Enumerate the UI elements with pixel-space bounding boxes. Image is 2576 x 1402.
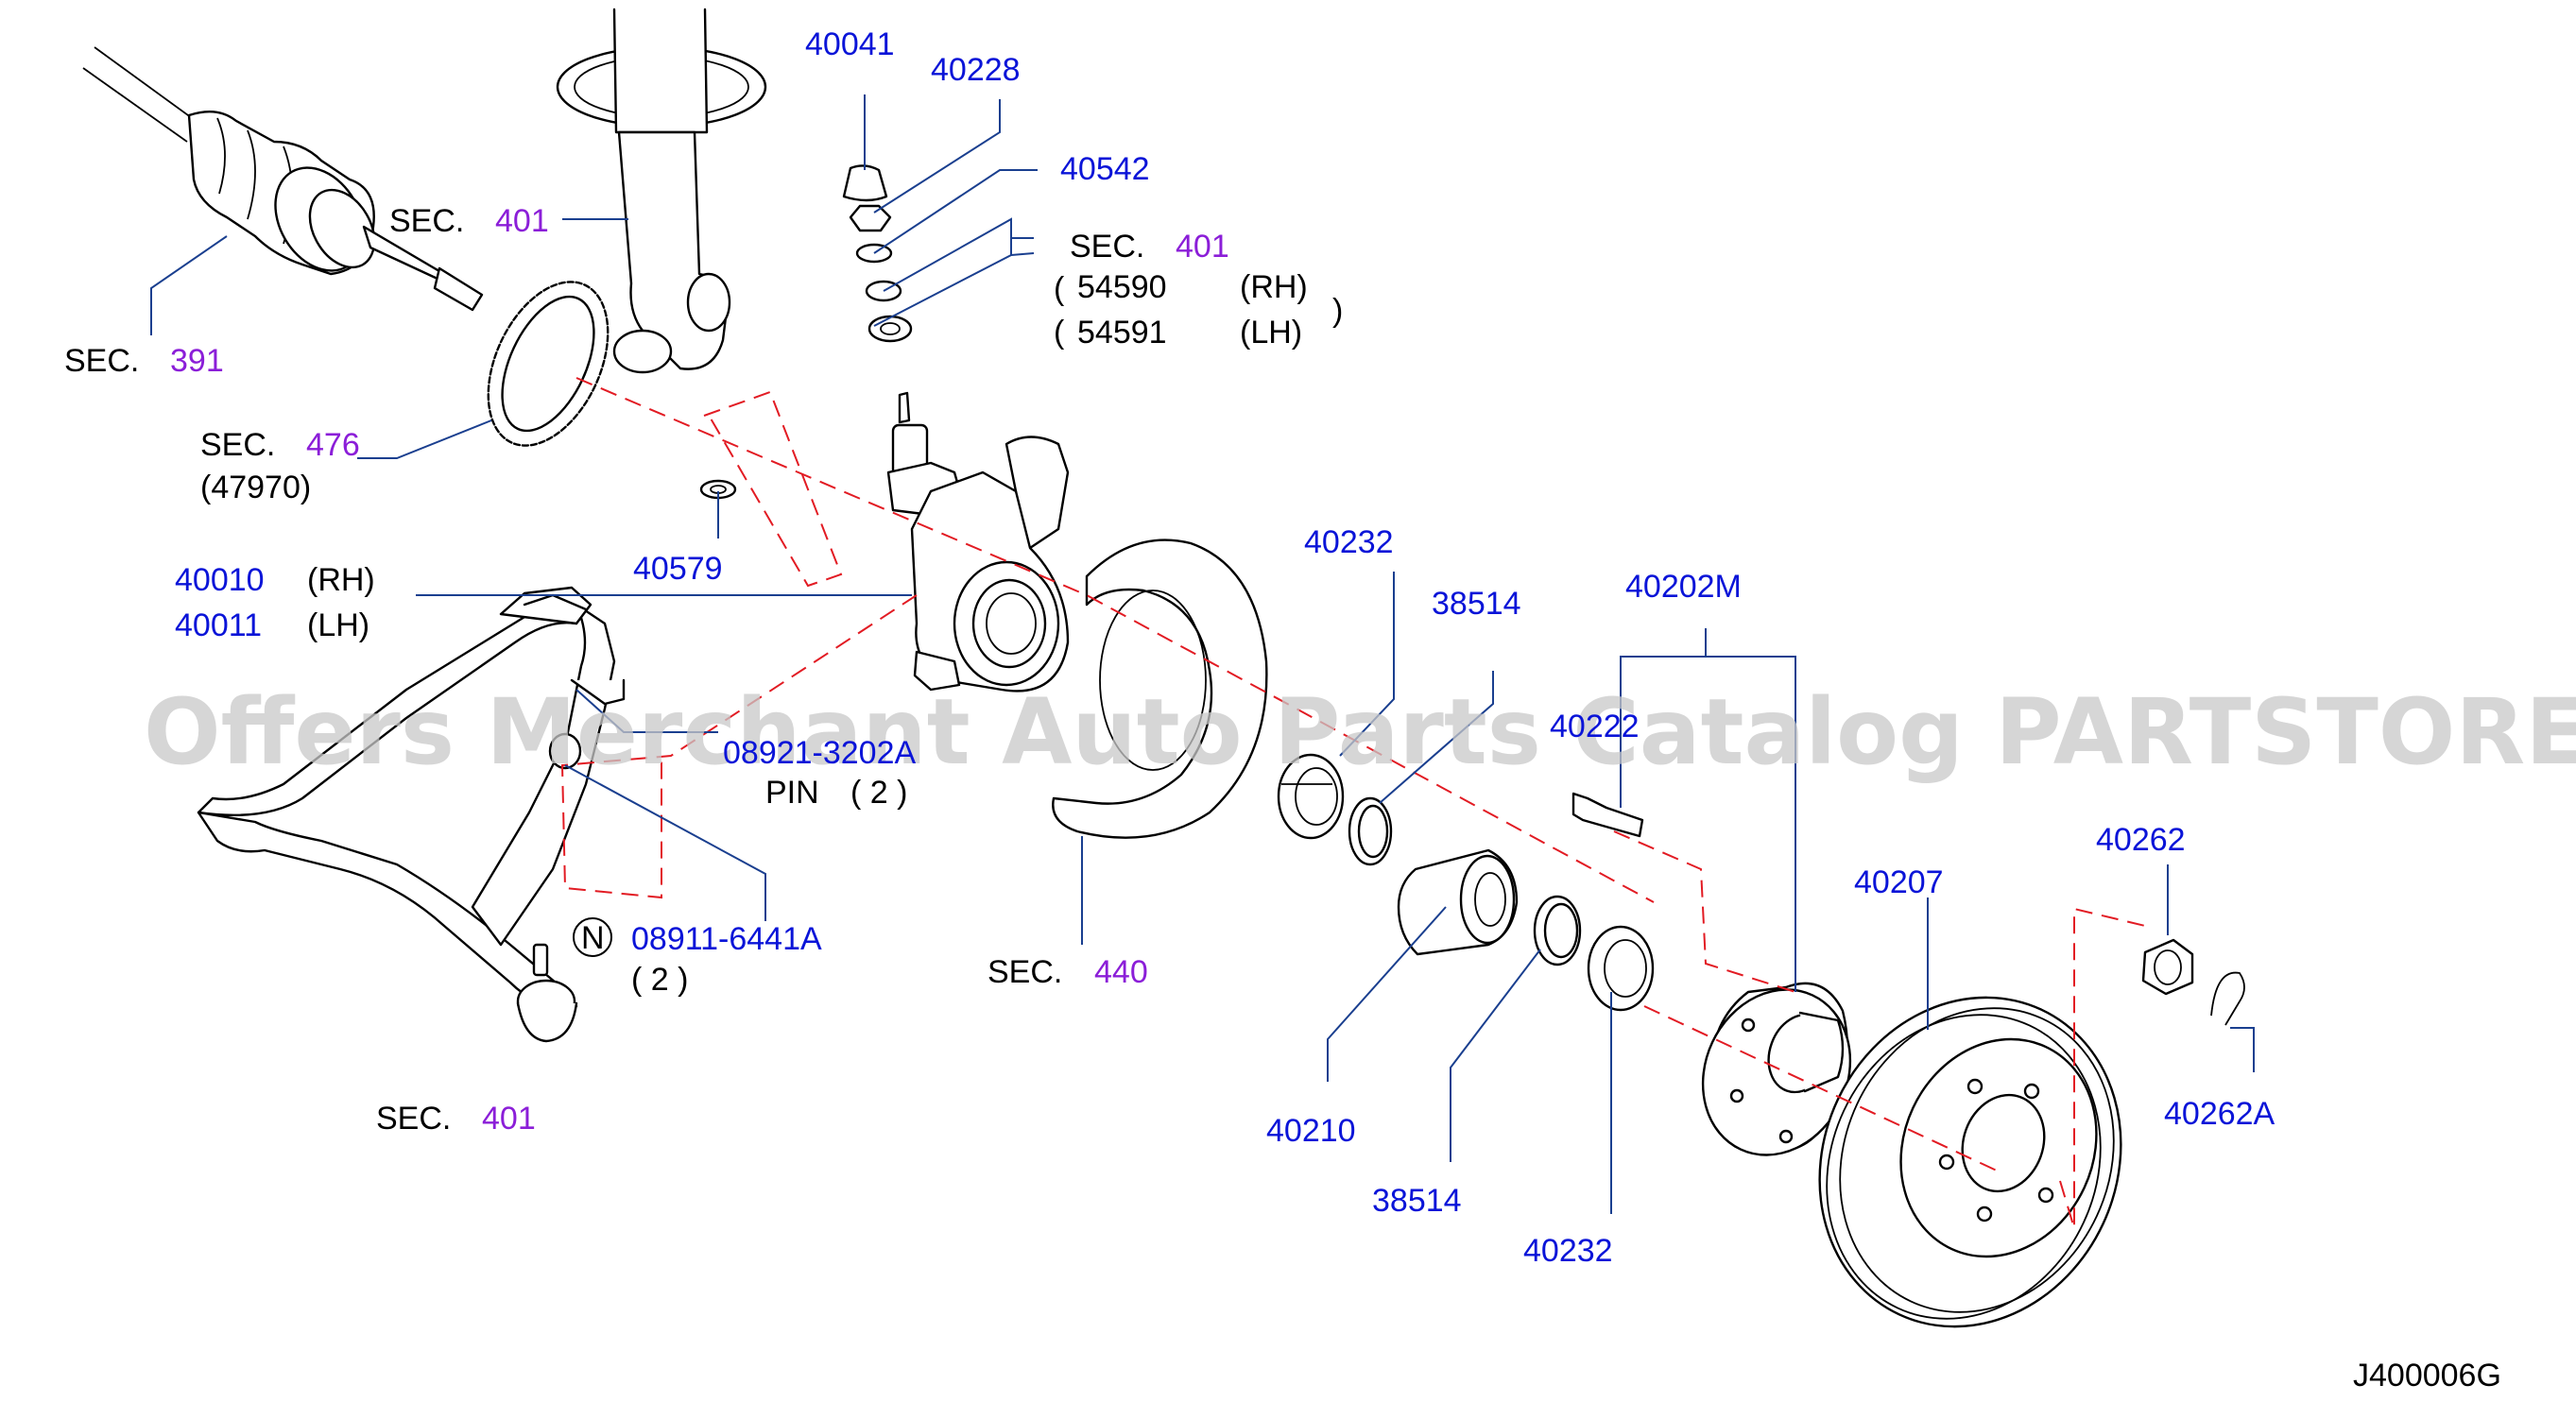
steering-knuckle-drawing: [886, 391, 1070, 692]
part-08911-qty: ( 2 ): [631, 962, 688, 998]
part-54590-side: (RH): [1240, 269, 1308, 305]
pin-qty: ( 2 ): [850, 775, 907, 811]
callout-labels: SEC. 391 SEC. 401 SEC. 476 (47970) 40041…: [64, 26, 2501, 1393]
strut-drawing: [556, 8, 767, 374]
hub-nut-drawing: [2141, 938, 2245, 1026]
sec-401-mid-label: SEC.: [1070, 229, 1144, 265]
sec-391-label: SEC.: [64, 343, 139, 379]
part-40579[interactable]: 40579: [633, 551, 723, 587]
paren-open-1: (: [1054, 271, 1065, 307]
part-40011[interactable]: 40011: [175, 607, 262, 643]
part-40262[interactable]: 40262: [2096, 822, 2186, 858]
abs-sensor-ring-drawing: [487, 281, 610, 447]
part-54591[interactable]: 54591: [1077, 315, 1167, 350]
part-08911-6441a[interactable]: 08911-6441A: [631, 921, 822, 957]
part-54591-side: (LH): [1240, 315, 1302, 350]
sec-401-mid-number[interactable]: 401: [1176, 229, 1229, 265]
part-40207[interactable]: 40207: [1854, 864, 1944, 900]
part-40232-lower[interactable]: 40232: [1523, 1233, 1613, 1269]
sec-440-label: SEC.: [987, 954, 1062, 990]
sec-476-label: SEC.: [200, 427, 275, 463]
hardware-stack-drawing: [699, 164, 913, 500]
sec-401-upper-label: SEC.: [389, 203, 464, 239]
wheel-hub-drawing: [1571, 792, 1852, 1156]
sec-476-number[interactable]: 476: [306, 427, 360, 463]
part-40228[interactable]: 40228: [931, 52, 1021, 88]
part-40542[interactable]: 40542: [1060, 151, 1150, 187]
bearing-parts-drawing: [1277, 753, 1655, 1012]
part-40010[interactable]: 40010: [175, 562, 265, 598]
sec-440-number[interactable]: 440: [1094, 954, 1148, 990]
part-40011-side: (LH): [307, 607, 369, 643]
leader-lines: [150, 94, 2255, 1214]
paren-open-2: (: [1054, 315, 1065, 350]
sec-401-lower-number[interactable]: 401: [482, 1101, 536, 1137]
splash-shield-drawing: [1052, 539, 1268, 839]
part-40210[interactable]: 40210: [1266, 1113, 1356, 1149]
sec-391-number[interactable]: 391: [170, 343, 224, 379]
part-38514-upper[interactable]: 38514: [1432, 586, 1521, 622]
part-40222[interactable]: 40222: [1550, 709, 1640, 744]
part-40232-upper[interactable]: 40232: [1304, 524, 1394, 560]
watermark-text: Offers Merchant Auto Parts Catalog PARTS…: [144, 679, 2576, 785]
sec-401-lower-label: SEC.: [376, 1101, 451, 1137]
diagram-id: J400006G: [2353, 1358, 2501, 1393]
n-mark-letter: N: [581, 920, 605, 956]
lower-control-arm-drawing: [197, 586, 626, 1043]
part-08921-3202a[interactable]: 08921-3202A: [723, 735, 917, 771]
part-40010-side: (RH): [307, 562, 375, 598]
part-38514-lower[interactable]: 38514: [1372, 1183, 1462, 1219]
drive-shaft-drawing: [82, 46, 484, 312]
assembly-guide-lines: [560, 377, 2146, 1229]
n-mark-circle: [573, 917, 612, 957]
brake-rotor-drawing: [1818, 996, 2122, 1328]
part-40041[interactable]: 40041: [805, 26, 895, 62]
part-40202m[interactable]: 40202M: [1625, 569, 1742, 605]
part-40262a[interactable]: 40262A: [2164, 1096, 2275, 1132]
part-54590[interactable]: 54590: [1077, 269, 1167, 305]
paren-close: ): [1332, 293, 1343, 329]
sec-476-sub: (47970): [200, 470, 311, 505]
sec-401-upper-number[interactable]: 401: [495, 203, 549, 239]
pin-label: PIN: [765, 775, 819, 811]
